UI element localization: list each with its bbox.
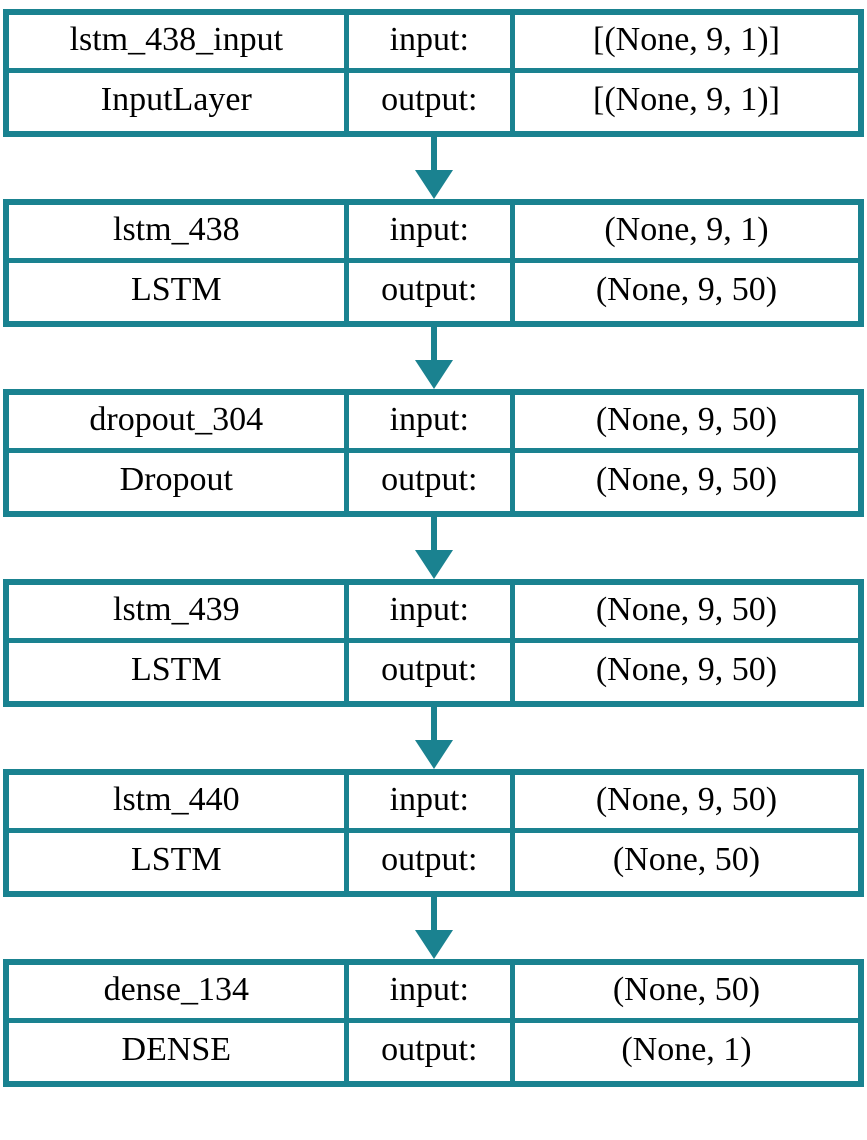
connector-arrow xyxy=(3,517,864,579)
input-shape: [(None, 9, 1)] xyxy=(514,15,858,73)
arrow-down-icon xyxy=(414,930,453,959)
layer-block: lstm_439 input: (None, 9, 50) LSTM outpu… xyxy=(3,579,864,707)
layer-name: lstm_438 xyxy=(9,205,349,263)
input-shape: (None, 9, 50) xyxy=(514,395,858,453)
input-label: input: xyxy=(348,585,515,643)
arrow-stem xyxy=(430,517,437,550)
output-shape: (None, 9, 50) xyxy=(595,461,778,498)
connector-arrow xyxy=(3,897,864,959)
arrow-down-icon xyxy=(414,740,453,769)
layer-type: LSTM xyxy=(9,643,349,701)
arrow-stem xyxy=(430,897,437,930)
input-shape: (None, 9, 50) xyxy=(514,585,858,643)
input-label: input: xyxy=(348,15,515,73)
input-label: input: xyxy=(348,965,515,1023)
input-shape: (None, 50) xyxy=(514,965,858,1023)
layer-type: InputLayer xyxy=(9,73,349,131)
layer-block: lstm_438 input: (None, 9, 1) LSTM output… xyxy=(3,199,864,327)
layer-name: lstm_438_input xyxy=(9,15,349,73)
input-label: input: xyxy=(348,775,515,833)
output-label: output: xyxy=(349,833,515,891)
output-shape: (None, 1) xyxy=(621,1031,752,1068)
arrow-down-icon xyxy=(414,360,453,389)
output-label: output: xyxy=(349,643,515,701)
layer-name: lstm_439 xyxy=(9,585,349,643)
connector-arrow xyxy=(3,137,864,199)
input-label: input: xyxy=(348,395,515,453)
arrow-stem xyxy=(430,707,437,740)
output-label: output: xyxy=(349,73,515,131)
connector-arrow xyxy=(3,327,864,389)
layer-block: dense_134 input: (None, 50) DENSE output… xyxy=(3,959,864,1087)
layer-type: Dropout xyxy=(9,453,349,511)
output-label: output: xyxy=(349,263,515,321)
layer-name: lstm_440 xyxy=(9,775,349,833)
arrow-down-icon xyxy=(414,170,453,199)
input-shape: (None, 9, 50) xyxy=(514,775,858,833)
output-shape: (None, 9, 50) xyxy=(595,271,778,308)
arrow-stem xyxy=(430,327,437,360)
arrow-stem xyxy=(430,137,437,170)
output-shape: [(None, 9, 1)] xyxy=(593,81,780,118)
layer-block: dropout_304 input: (None, 9, 50) Dropout… xyxy=(3,389,864,517)
output-shape: (None, 9, 50) xyxy=(595,651,778,688)
layer-type: DENSE xyxy=(9,1023,349,1081)
layer-block: lstm_440 input: (None, 9, 50) LSTM outpu… xyxy=(3,769,864,897)
layer-type: LSTM xyxy=(9,833,349,891)
layer-name: dropout_304 xyxy=(9,395,349,453)
layer-type: LSTM xyxy=(9,263,349,321)
output-shape: (None, 50) xyxy=(612,841,761,878)
output-label: output: xyxy=(349,453,515,511)
input-shape: (None, 9, 1) xyxy=(514,205,858,263)
arrow-down-icon xyxy=(414,550,453,579)
input-label: input: xyxy=(348,205,515,263)
layer-name: dense_134 xyxy=(9,965,349,1023)
output-label: output: xyxy=(349,1023,515,1081)
layer-block: lstm_438_input input: [(None, 9, 1)] Inp… xyxy=(3,9,864,137)
connector-arrow xyxy=(3,707,864,769)
